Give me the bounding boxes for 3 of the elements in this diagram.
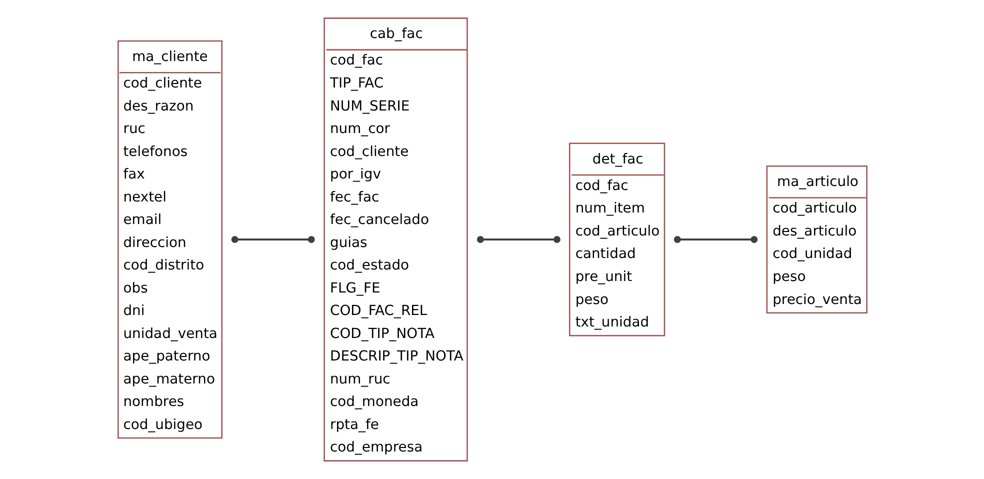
connector	[476, 236, 560, 243]
connector	[673, 236, 758, 243]
connector	[230, 236, 314, 243]
